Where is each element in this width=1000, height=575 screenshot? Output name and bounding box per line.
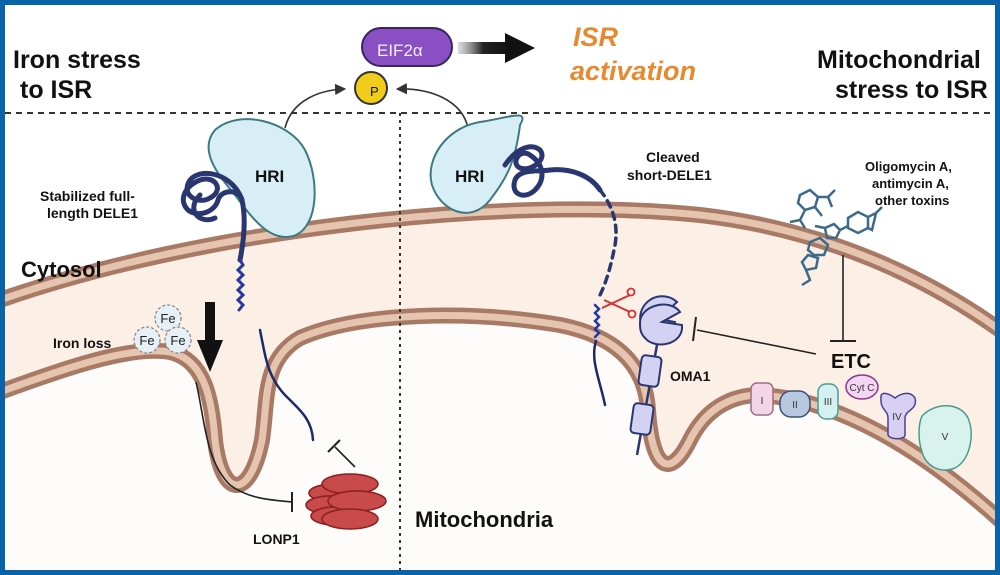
right-hri-to-p-arrow [395, 83, 469, 129]
cyt-c [845, 374, 879, 400]
complex-i [750, 382, 774, 416]
iron-loss-label: Iron loss [53, 335, 112, 351]
complex-label: Cyt C [850, 383, 875, 394]
complex-label: III [824, 397, 832, 408]
complex-v [918, 405, 972, 471]
toxin-molecules-icon [789, 188, 883, 287]
complex-label: V [942, 432, 949, 443]
left-panel-title-line2: to ISR [20, 76, 93, 104]
right-hri-label: HRI [455, 167, 485, 186]
toxins-label-line2: antimycin A, [872, 176, 949, 191]
full-length-dele1 [180, 170, 315, 442]
etc-inhibits-oma1 [696, 329, 817, 355]
isr-arrow-icon [458, 33, 535, 63]
complex-iv [880, 392, 917, 440]
mitochondria-label: Mitochondria [415, 507, 554, 532]
lonp1-protease [305, 473, 387, 530]
complex-label: I [761, 396, 764, 407]
right-panel-title-line1: Mitochondrial [817, 46, 981, 74]
iron-ions: Fe Fe Fe [133, 304, 192, 354]
left-panel-title-line1: Iron stress [13, 46, 141, 74]
lonp1-label: LONP1 [253, 531, 300, 547]
complex-ii [779, 390, 811, 418]
cleaved-dele1-label-line1: Cleaved [646, 149, 700, 165]
right-hri-protein [429, 114, 524, 214]
inhibition-bar [327, 439, 341, 453]
fe-label: Fe [139, 333, 154, 348]
complex-iii [817, 383, 839, 420]
isr-label-line2: activation [570, 56, 697, 86]
iron-loss-inhibits-lonp1 [195, 381, 293, 503]
complex-label: IV [892, 412, 902, 423]
fe-label: Fe [170, 333, 185, 348]
left-hri-to-p-arrow [284, 83, 347, 129]
phosphate-group [354, 71, 388, 105]
eif2a-protein [361, 27, 453, 67]
isr-label-line1: ISR [573, 22, 619, 52]
inner-membrane [5, 307, 995, 526]
oma1-protease [629, 295, 684, 456]
toxins-label-line3: other toxins [875, 193, 950, 208]
scissors-icon [601, 287, 637, 319]
phospho-label: P [370, 84, 379, 99]
complex-label: II [792, 400, 798, 411]
iron-loss-down-arrow [197, 302, 223, 372]
toxins-label-line1: Oligomycin A, [865, 159, 952, 174]
lonp1-inhibits-dele1 [334, 446, 356, 468]
right-panel-title-line2: stress to ISR [835, 76, 988, 104]
fe-label: Fe [160, 311, 175, 326]
etc-complexes: I II III Cyt C IV V [750, 374, 972, 471]
diagram-canvas: Fe Fe Fe [5, 27, 995, 570]
cytosol-label: Cytosol [21, 257, 102, 282]
outer-membrane [5, 201, 995, 337]
full-length-dele1-label-line1: Stabilized full- [40, 188, 135, 204]
cleaved-dele1-label-line2: short-DELE1 [627, 167, 712, 183]
mitochondrial-matrix [5, 315, 995, 570]
left-hri-label: HRI [255, 167, 285, 186]
inhibition-bar [692, 316, 697, 342]
oma1-label: OMA1 [670, 368, 711, 384]
cleaved-short-dele1 [502, 144, 618, 407]
full-length-dele1-label-line2: length DELE1 [47, 205, 139, 221]
eif2a-label: EIF2α [377, 41, 423, 60]
etc-label: ETC [831, 351, 871, 373]
